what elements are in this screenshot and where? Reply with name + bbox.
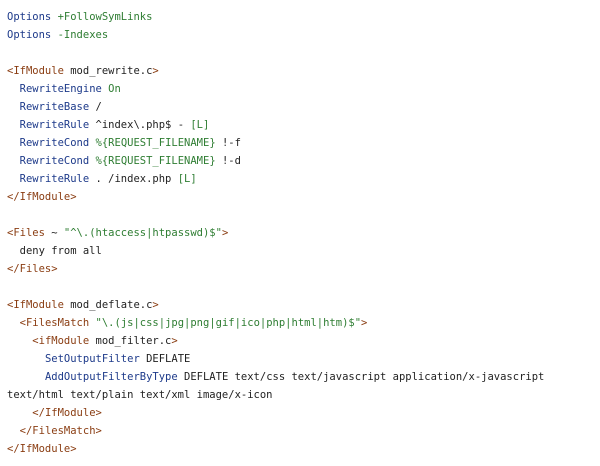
code-token-text <box>7 173 20 185</box>
code-line: <IfModule mod_deflate.c> <box>7 296 593 314</box>
code-token-tag: > <box>361 317 368 329</box>
code-token-directive: RewriteRule <box>19 173 90 185</box>
code-token-tag: > <box>171 335 178 347</box>
code-line: <Files ~ "^\.(htaccess|htpasswd)$"> <box>7 224 593 242</box>
code-token-text: . /index.php <box>89 173 178 185</box>
code-line: </FilesMatch> <box>7 422 593 440</box>
code-line: SetOutputFilter DEFLATE <box>7 350 593 368</box>
code-token-text: DEFLATE text/css text/javascript applica… <box>7 371 551 401</box>
code-token-value: [L] <box>190 119 210 131</box>
code-token-tag: <Files <box>7 227 45 239</box>
code-token-directive: RewriteCond <box>19 137 90 149</box>
code-token-tag: </IfModule> <box>7 191 77 203</box>
code-token-value: [L] <box>177 173 197 185</box>
code-token-tag: <IfModule <box>7 65 64 77</box>
code-token-directive: RewriteEngine <box>19 83 102 95</box>
code-token-tag: </FilesMatch> <box>19 425 102 437</box>
code-line: RewriteCond %{REQUEST_FILENAME} !-f <box>7 134 593 152</box>
code-token-text <box>7 83 20 95</box>
code-line: RewriteRule ^index\.php$ - [L] <box>7 116 593 134</box>
code-token-tag: <IfModule <box>7 299 64 311</box>
code-token-text: !-d <box>215 155 241 167</box>
code-token-text: mod_rewrite.c <box>63 65 153 77</box>
code-token-value: -Indexes <box>57 29 109 41</box>
code-token-text: !-f <box>215 137 241 149</box>
code-token-text: mod_filter.c <box>89 335 172 347</box>
code-token-text <box>7 353 45 365</box>
code-token-tag: > <box>152 65 159 77</box>
code-token-directive: SetOutputFilter <box>44 353 140 365</box>
code-token-directive: Options <box>7 11 52 23</box>
code-line: <IfModule mod_rewrite.c> <box>7 62 593 80</box>
code-token-text: / <box>89 101 102 113</box>
code-line: Options -Indexes <box>7 26 593 44</box>
code-token-text <box>7 101 20 113</box>
code-token-text <box>7 155 20 167</box>
code-token-text <box>7 119 20 131</box>
code-token-text: mod_deflate.c <box>63 299 153 311</box>
code-token-text: ^index\.php$ - <box>89 119 191 131</box>
code-token-tag: > <box>221 227 229 239</box>
code-token-directive: AddOutputFilterByType <box>44 371 178 383</box>
code-token-text: DEFLATE <box>139 353 191 365</box>
code-line: </IfModule> <box>7 404 593 422</box>
code-token-text <box>7 371 45 383</box>
code-token-text <box>7 425 20 437</box>
code-token-text <box>7 317 20 329</box>
code-line <box>7 278 593 296</box>
code-token-value: +FollowSymLinks <box>57 11 153 23</box>
code-line: </IfModule> <box>7 188 593 206</box>
code-token-text: deny from all <box>7 245 102 257</box>
code-line <box>7 44 593 62</box>
code-line: </Files> <box>7 260 593 278</box>
code-line: Options +FollowSymLinks <box>7 8 593 26</box>
code-token-value: %{REQUEST_FILENAME} <box>95 137 216 149</box>
code-token-value: %{REQUEST_FILENAME} <box>95 155 216 167</box>
code-token-text: ~ <box>44 227 64 239</box>
code-token-tag: </IfModule> <box>32 407 102 419</box>
code-line: RewriteCond %{REQUEST_FILENAME} !-d <box>7 152 593 170</box>
code-token-string: "\.(js|css|jpg|png|gif|ico|php|html|htm)… <box>95 317 362 329</box>
code-line: <ifModule mod_filter.c> <box>7 332 593 350</box>
code-token-directive: RewriteRule <box>19 119 90 131</box>
code-line <box>7 206 593 224</box>
code-token-string: "^\.(htaccess|htpasswd)$" <box>63 227 222 239</box>
code-token-directive: RewriteBase <box>19 101 90 113</box>
code-token-tag: </IfModule> <box>7 443 77 455</box>
code-token-text <box>7 407 32 419</box>
code-token-directive: RewriteCond <box>19 155 90 167</box>
code-token-text <box>7 335 32 347</box>
code-line: RewriteBase / <box>7 98 593 116</box>
code-token-text <box>7 137 20 149</box>
code-line: RewriteEngine On <box>7 80 593 98</box>
code-token-tag: <ifModule <box>32 335 90 347</box>
code-token-tag: </Files> <box>7 263 58 275</box>
code-token-value: On <box>108 83 121 95</box>
code-line: </IfModule> <box>7 440 593 458</box>
code-token-tag: > <box>152 299 159 311</box>
code-line: AddOutputFilterByType DEFLATE text/css t… <box>7 368 593 404</box>
code-token-directive: Options <box>7 29 52 41</box>
code-line: RewriteRule . /index.php [L] <box>7 170 593 188</box>
code-line: <FilesMatch "\.(js|css|jpg|png|gif|ico|p… <box>7 314 593 332</box>
code-line: deny from all <box>7 242 593 260</box>
code-token-tag: <FilesMatch <box>19 317 90 329</box>
